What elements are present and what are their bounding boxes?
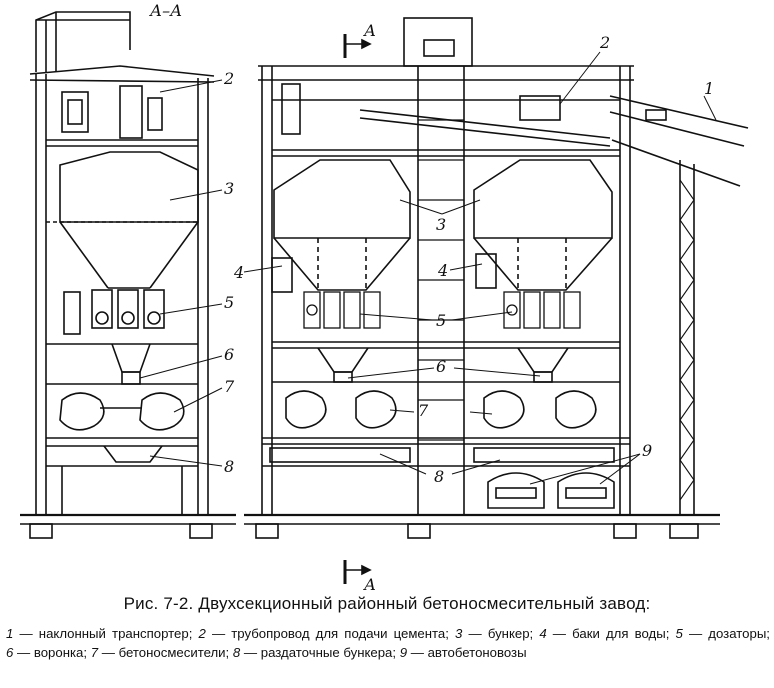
legend-item-6: 6 — воронка; bbox=[6, 645, 88, 660]
callout-right-6: 6 bbox=[436, 357, 446, 376]
callout-left-8: 8 bbox=[224, 457, 234, 476]
legend-item-3: 3 — бункер; bbox=[455, 626, 534, 641]
left-section-view bbox=[20, 11, 236, 539]
callout-right-9: 9 bbox=[642, 441, 652, 460]
legend-item-8: 8 — раздаточные бункера; bbox=[232, 645, 397, 660]
legend-item-2: 2 — трубопровод для подачи цемента; bbox=[198, 626, 449, 641]
callout-left-2: 2 bbox=[223, 69, 234, 88]
callout-right-1: 1 bbox=[704, 79, 714, 98]
legend-item-1: 1 — наклонный транспортер; bbox=[6, 626, 193, 641]
callout-right-2: 2 bbox=[599, 33, 610, 52]
figure-caption-legend: 1 — наклонный транспортер; 2 — трубопров… bbox=[6, 624, 770, 662]
legend-item-9: 9 — автобетоновозы bbox=[399, 645, 527, 660]
section-arrow-bottom-label: А bbox=[363, 575, 376, 590]
callout-left-7: 7 bbox=[224, 377, 235, 396]
right-front-view bbox=[244, 17, 749, 584]
callout-right-3: 3 bbox=[436, 215, 446, 234]
callout-right-4a: 4 bbox=[233, 263, 244, 282]
callout-right-5: 5 bbox=[436, 311, 446, 330]
callout-left-6: 6 bbox=[224, 345, 234, 364]
callout-right-4b: 4 bbox=[437, 261, 448, 280]
legend-item-5: 5 — дозаторы; bbox=[675, 626, 770, 641]
leader-lines bbox=[139, 51, 717, 485]
callout-left-3: 3 bbox=[224, 179, 234, 198]
legend-item-4: 4 — баки для воды; bbox=[539, 626, 670, 641]
callout-right-8: 8 bbox=[434, 467, 444, 486]
callout-right-7: 7 bbox=[418, 401, 429, 420]
plant-drawing: А–А А А 2 3 5 6 7 8 1 2 3 4 4 5 6 7 8 9 bbox=[20, 1, 749, 590]
callout-left-5: 5 bbox=[224, 293, 234, 312]
section-label-a-a: А–А bbox=[149, 1, 182, 20]
legend-item-7: 7 — бетоносмесители; bbox=[90, 645, 230, 660]
section-arrow-top-label: А bbox=[363, 21, 376, 40]
figure-caption-title: Рис. 7-2. Двухсекционный районный бетоно… bbox=[123, 594, 651, 613]
